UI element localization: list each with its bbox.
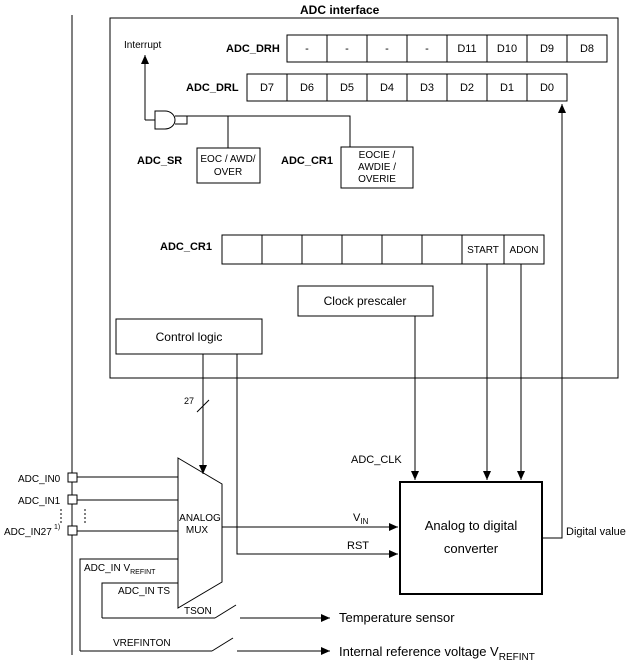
cr1-cell <box>301 234 343 265</box>
drl-bit: D1 <box>500 82 514 94</box>
adc-drh-label: ADC_DRH <box>226 43 280 55</box>
adc-cr1-flags-line1: EOCIE / <box>359 150 396 161</box>
drl-bit: D7 <box>260 82 274 94</box>
adc-in0-pin <box>67 472 78 483</box>
adc-in27-pin <box>67 525 78 536</box>
adc-interface-title: ADC interface <box>300 3 380 17</box>
temperature-sensor-label: Temperature sensor <box>339 610 455 625</box>
control-logic-box <box>115 318 263 355</box>
drl-cell <box>246 73 288 102</box>
cr1-cell <box>381 234 423 265</box>
adc-sr-flags-line2: OVER <box>214 167 242 178</box>
rst-line <box>236 354 398 558</box>
drl-cell <box>486 73 528 102</box>
drl-bit: D6 <box>300 82 314 94</box>
ts-internal-wire <box>101 582 178 618</box>
adc-drh-register: - - - - D11 D10 D9 D8 <box>286 34 608 63</box>
rst-label: RST <box>347 540 369 552</box>
bus-width-slash <box>196 399 210 413</box>
adc-in27-footnote: 1) <box>54 524 60 531</box>
drh-cell <box>486 34 528 63</box>
adon-bit-label: ADON <box>510 245 539 256</box>
drl-bit: D4 <box>380 82 394 94</box>
vin-label: VIN <box>353 512 369 526</box>
interrupt-and-gate <box>154 110 176 130</box>
adc-interface-box <box>109 17 619 379</box>
mux-label-line2: MUX <box>186 525 209 536</box>
cr1-cell <box>221 234 263 265</box>
adc-cr1-flags-line3: OVERIE <box>358 174 396 185</box>
interrupt-label: Interrupt <box>124 40 161 51</box>
drh-bit: - <box>425 43 429 55</box>
adc-in1-label: ADC_IN1 <box>18 496 61 507</box>
clock-prescaler-label: Clock prescaler <box>324 294 407 308</box>
internal-reference-label: Internal reference voltage VREFINT <box>339 644 535 663</box>
analog-mux <box>177 457 223 609</box>
tson-switch <box>214 604 237 619</box>
drh-cell <box>286 34 328 63</box>
drh-bit: D9 <box>540 43 554 55</box>
adc-in27-label: ADC_IN27 <box>4 527 52 538</box>
adc-converter-box <box>399 481 543 595</box>
adc-in0-label: ADC_IN0 <box>18 474 61 485</box>
clock-prescaler-box <box>297 285 434 317</box>
cr1-cell <box>261 234 303 265</box>
adc-in1-pin <box>67 494 78 505</box>
adc-clk-label: ADC_CLK <box>351 454 402 466</box>
drh-cell <box>526 34 568 63</box>
digital-value-label: Digital value <box>566 526 626 538</box>
adc-cr1-flags-line2: AWDIE / <box>358 162 396 173</box>
cr1-to-gate-wire <box>175 115 351 147</box>
drh-cell <box>566 34 608 63</box>
vrefinton-switch <box>211 637 234 652</box>
drh-bit: - <box>345 43 349 55</box>
drl-cell <box>406 73 448 102</box>
drh-bit: - <box>385 43 389 55</box>
adc-converter-line2: converter <box>444 541 499 556</box>
vrefint-input-label: ADC_IN VREFINT <box>84 563 156 576</box>
adc-sr-flags-box <box>196 147 261 184</box>
mux-label-line1: ANALOG <box>179 513 221 524</box>
bus-width-label: 27 <box>184 396 194 406</box>
vrefint-internal-wire <box>79 558 178 651</box>
adc-cr1-flags-box <box>340 146 414 189</box>
adc-sr-flags-line1: EOC / AWD/ <box>200 154 255 165</box>
vrefinton-label: VREFINTON <box>113 638 171 649</box>
drl-cell <box>326 73 368 102</box>
start-bit-label: START <box>467 245 499 256</box>
drl-bit: D5 <box>340 82 354 94</box>
digital-value-line <box>542 104 566 539</box>
adc-cr1-register: START ADON <box>221 234 545 265</box>
cr1-cell-adon <box>503 234 545 265</box>
adc-sr-label: ADC_SR <box>137 155 182 167</box>
drh-bit: - <box>305 43 309 55</box>
adc-converter-line1: Analog to digital <box>425 518 518 533</box>
drh-cell <box>406 34 448 63</box>
drh-cell <box>366 34 408 63</box>
tson-label: TSON <box>184 606 212 617</box>
adc-cr1-reg-label: ADC_CR1 <box>160 241 212 253</box>
drl-bit: D0 <box>540 82 554 94</box>
adc-drl-register: D7 D6 D5 D4 D3 D2 D1 D0 <box>246 73 568 102</box>
cr1-cell-start <box>461 234 505 265</box>
adc-drl-label: ADC_DRL <box>186 82 239 94</box>
adc-cr1-flags-label: ADC_CR1 <box>281 155 333 167</box>
drh-bit: D11 <box>457 43 476 55</box>
drl-cell <box>446 73 488 102</box>
drl-cell <box>526 73 568 102</box>
drh-bit: D10 <box>497 43 517 55</box>
drl-bit: D3 <box>420 82 434 94</box>
sr-to-gate-wire <box>175 115 229 148</box>
cr1-cell <box>421 234 463 265</box>
control-logic-label: Control logic <box>156 330 223 344</box>
drl-bit: D2 <box>460 82 474 94</box>
ts-input-label: ADC_IN TS <box>118 586 170 597</box>
drh-bit: D8 <box>580 43 594 55</box>
cr1-cell <box>341 234 383 265</box>
